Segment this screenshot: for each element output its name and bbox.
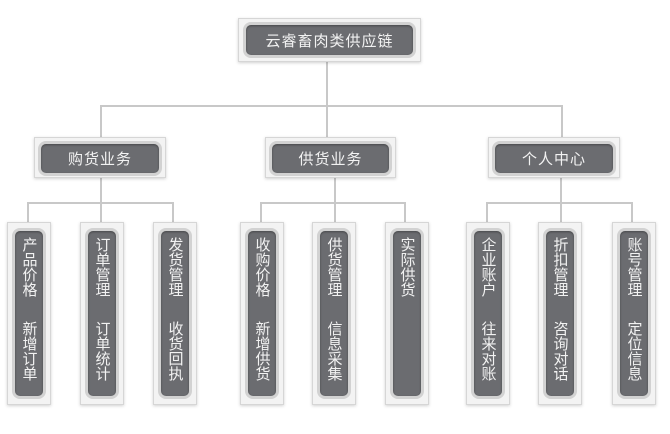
leaf-node-box: 产品价格 新增订单	[15, 231, 43, 396]
leaf-subtitle: 新增订单	[20, 321, 39, 381]
leaf-subtitle: 新增供货	[253, 321, 272, 381]
leaf-node-box: 实际供货	[393, 231, 421, 396]
connector-branch-3-bus	[486, 202, 633, 204]
leaf-subtitle: 定位信息	[625, 321, 644, 381]
root-node-box: 云睿畜肉类供应链	[246, 25, 413, 55]
leaf-node: 折扣管理 咨询对话	[538, 222, 582, 405]
leaf-subtitle: 信息采集	[325, 321, 344, 381]
leaf-title: 供货管理	[325, 237, 344, 297]
connector-leaf-3-2	[560, 202, 562, 222]
connector-leaf-1-1	[27, 202, 29, 222]
branch-label: 购货业务	[67, 150, 132, 168]
connector-leaf-3-1	[486, 202, 488, 222]
leaf-node-box: 发货管理 收货回执	[161, 231, 189, 396]
leaf-subtitle: 收货回执	[166, 321, 185, 381]
leaf-title: 企业账户	[479, 237, 498, 297]
leaf-node: 实际供货	[385, 222, 429, 405]
branch-node-purchase: 购货业务	[34, 137, 166, 178]
leaf-node: 产品价格 新增订单	[7, 222, 51, 405]
leaf-node-box: 订单管理 订单统计	[88, 231, 116, 396]
branch-node-box: 购货业务	[41, 144, 159, 173]
connector-branch-1-down	[100, 178, 102, 203]
branch-node-supply: 供货业务	[265, 137, 396, 178]
connector-branch-3-up	[561, 105, 563, 138]
connector-leaf-1-3	[172, 202, 174, 222]
connector-branch-2-up	[326, 105, 328, 138]
leaf-node-box: 企业账户 往来对账	[474, 231, 502, 396]
connector-leaf-2-2	[334, 202, 336, 222]
branch-label: 个人中心	[521, 150, 586, 168]
leaf-node: 订单管理 订单统计	[80, 222, 124, 405]
branch-node-personal: 个人中心	[488, 137, 620, 178]
connector-branch-1-up	[100, 105, 102, 138]
branch-node-box: 个人中心	[495, 144, 613, 173]
leaf-title: 订单管理	[93, 237, 112, 297]
leaf-title: 产品价格	[20, 237, 39, 297]
leaf-node: 账号管理 定位信息	[612, 222, 656, 405]
leaf-title: 收购价格	[253, 237, 272, 297]
leaf-node: 收购价格 新增供货	[240, 222, 284, 405]
leaf-title: 发货管理	[166, 237, 185, 297]
leaf-subtitle: 咨询对话	[551, 321, 570, 381]
leaf-title: 折扣管理	[551, 237, 570, 297]
connector-leaf-3-3	[631, 202, 633, 222]
leaf-node-box: 折扣管理 咨询对话	[546, 231, 574, 396]
leaf-node: 供货管理 信息采集	[312, 222, 356, 405]
leaf-subtitle: 往来对账	[479, 321, 498, 381]
connector-leaf-2-3	[404, 202, 406, 222]
leaf-subtitle: 订单统计	[93, 321, 112, 381]
connector-root-down	[326, 62, 328, 106]
root-node: 云睿畜肉类供应链	[238, 18, 421, 62]
leaf-title: 实际供货	[398, 237, 417, 297]
leaf-node: 企业账户 往来对账	[466, 222, 510, 405]
connector-leaf-2-1	[260, 202, 262, 222]
connector-branch-2-down	[334, 178, 336, 203]
connector-branch-2-bus	[260, 202, 406, 204]
connector-level2-bus	[100, 105, 563, 107]
connector-leaf-1-2	[100, 202, 102, 222]
leaf-node-box: 账号管理 定位信息	[620, 231, 648, 396]
leaf-title: 账号管理	[625, 237, 644, 297]
connector-branch-3-down	[560, 178, 562, 203]
branch-label: 供货业务	[298, 150, 363, 168]
leaf-node-box: 供货管理 信息采集	[320, 231, 348, 396]
leaf-node: 发货管理 收货回执	[153, 222, 197, 405]
leaf-node-box: 收购价格 新增供货	[248, 231, 276, 396]
branch-node-box: 供货业务	[272, 144, 389, 173]
root-node-label: 云睿畜肉类供应链	[265, 31, 394, 50]
